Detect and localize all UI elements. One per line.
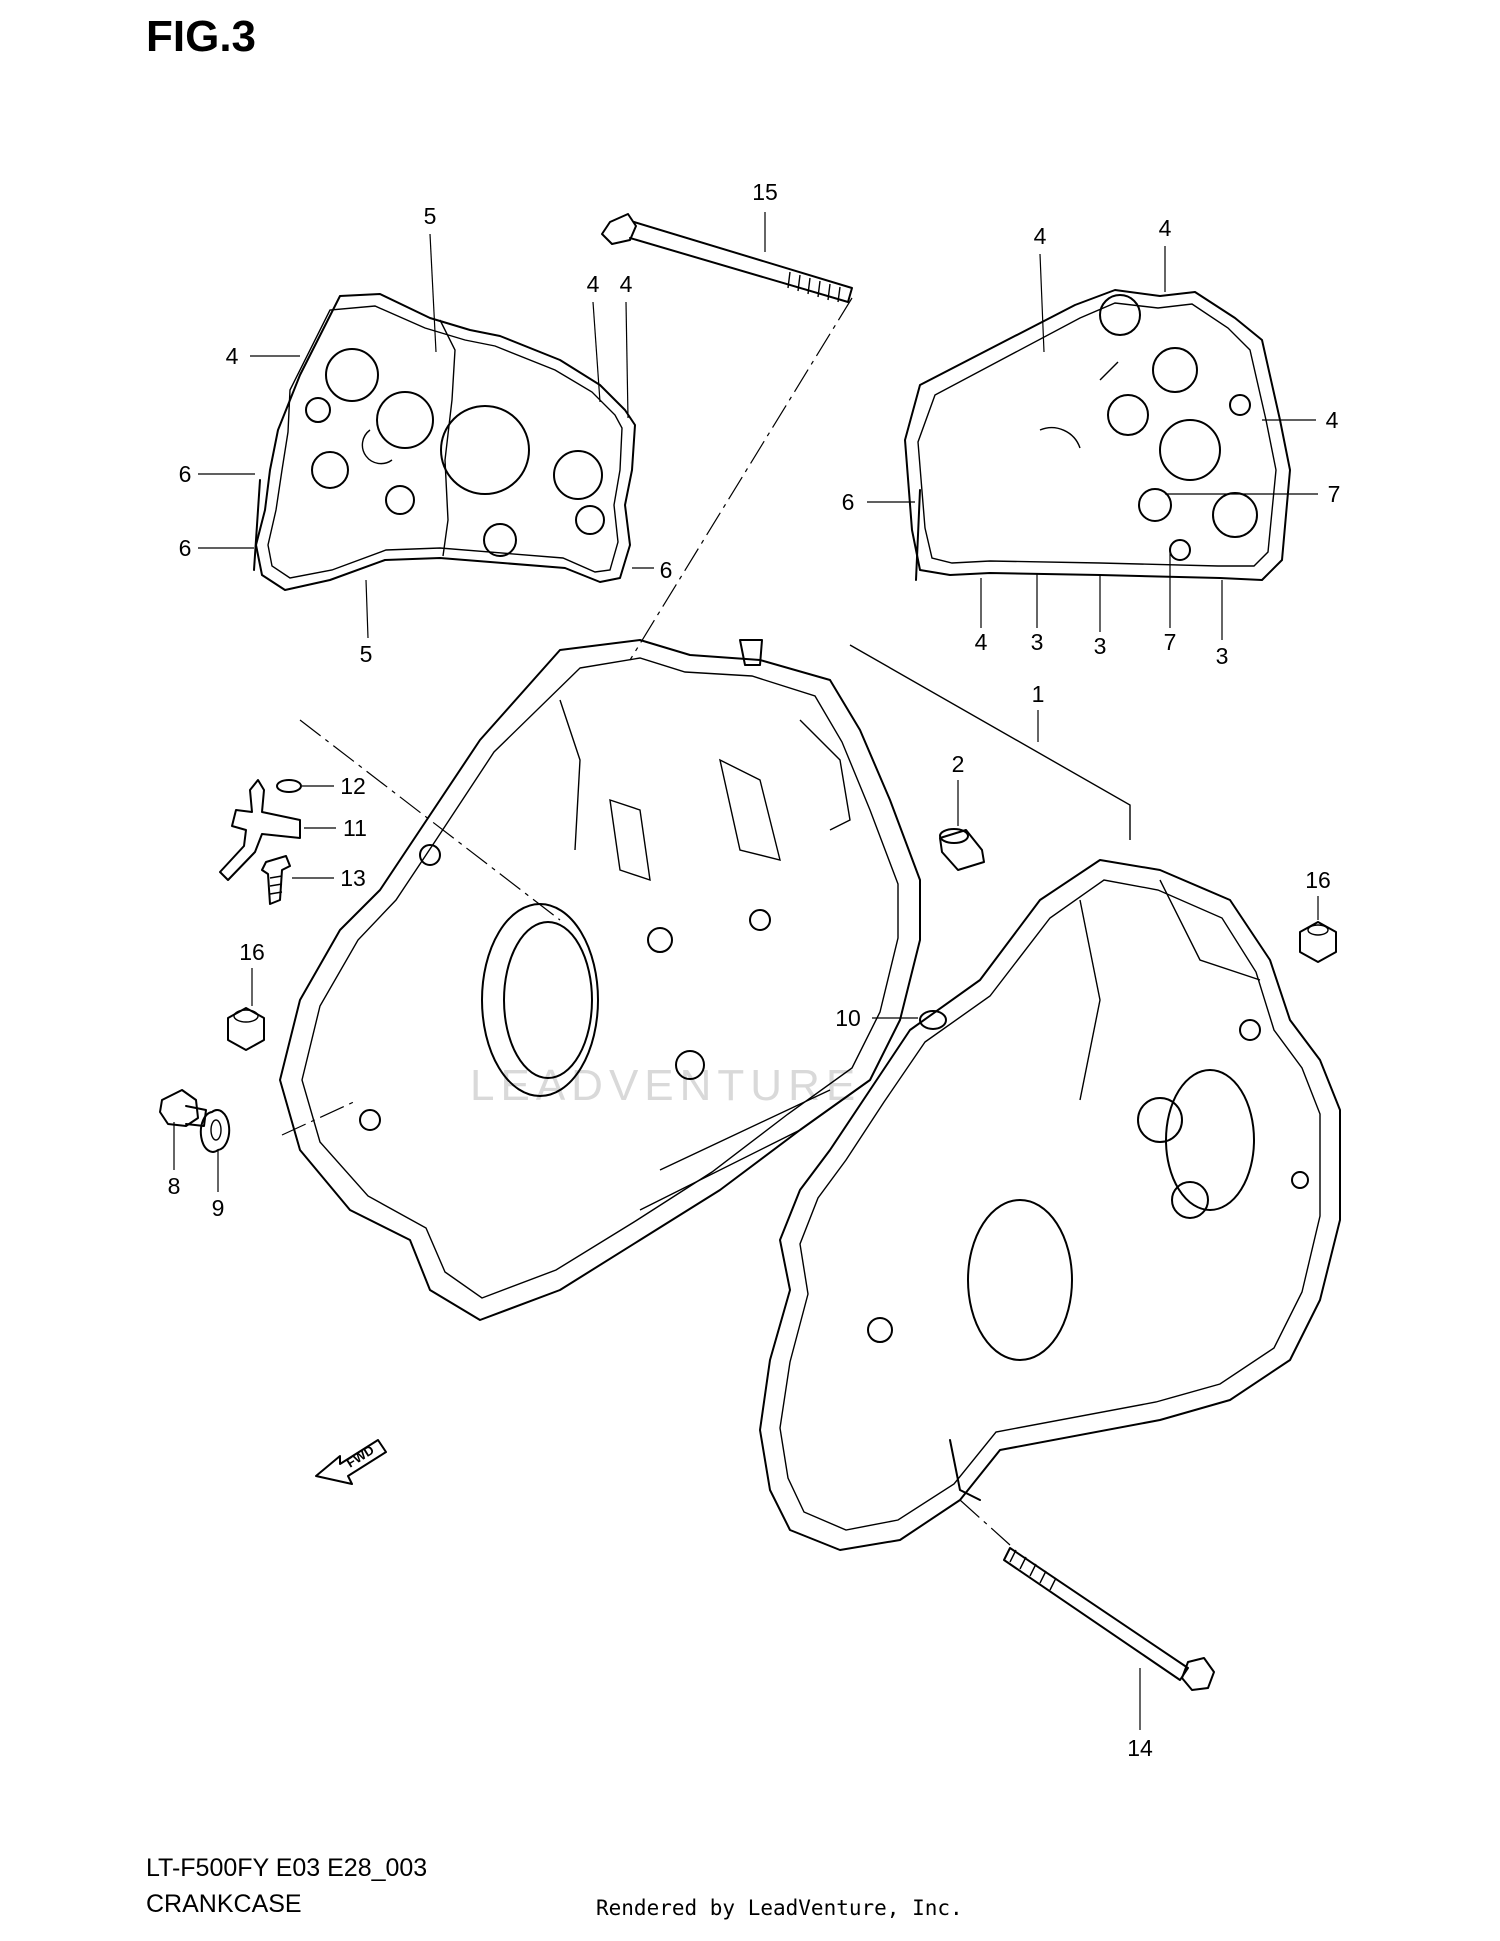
fwd-arrow-icon: FWD [315, 1439, 387, 1485]
assembly-line-drain [281, 1099, 359, 1136]
callout-label: 11 [343, 815, 367, 841]
callout-label: 7 [1164, 629, 1177, 655]
callout-label: 4 [1034, 223, 1047, 249]
callout-label: 14 [1127, 1735, 1153, 1761]
callout-label: 3 [1031, 629, 1044, 655]
callout-label: 10 [835, 1005, 861, 1031]
watermark-text: LEADVENTURE [470, 1061, 861, 1110]
callout-label: 5 [360, 641, 373, 667]
gasket-left-drawing [253, 293, 636, 591]
nut-16-left-drawing [227, 1007, 265, 1051]
callout-label: 1 [1032, 681, 1045, 707]
assembly-line-bolt-14 [959, 1499, 1011, 1546]
callout-leader-lines [173, 212, 1319, 1730]
fwd-arrow-label: FWD [344, 1442, 377, 1470]
callout-label: 9 [212, 1195, 225, 1221]
callout-label: 6 [842, 489, 855, 515]
nut-16-right-drawing [1299, 921, 1337, 963]
oil-pipe-assembly-drawing [219, 779, 302, 905]
callout-label: 4 [226, 343, 239, 369]
callout-label: 4 [975, 629, 988, 655]
o-ring-10-drawing [919, 1010, 947, 1030]
crankcase-right-half-drawing [759, 859, 1341, 1551]
dowel-pin-2-drawing [939, 828, 985, 871]
callout-label: 5 [424, 203, 437, 229]
callout-label: 4 [620, 271, 633, 297]
callout-label: 7 [1328, 481, 1341, 507]
assembly-line-pipe [299, 719, 561, 921]
callout-label: 13 [340, 865, 366, 891]
render-credit: Rendered by LeadVenture, Inc. [596, 1896, 963, 1920]
callout-label: 6 [179, 461, 192, 487]
callout-label: 2 [952, 751, 965, 777]
callout-label: 3 [1094, 633, 1107, 659]
callout-label: 16 [1305, 867, 1331, 893]
callout-label: 3 [1216, 643, 1229, 669]
callout-label: 12 [340, 773, 366, 799]
assembly-line-bolt-15 [629, 297, 853, 661]
callout-label: 15 [752, 179, 778, 205]
callout-label: 4 [1326, 407, 1339, 433]
callout-label: 6 [179, 535, 192, 561]
bolt-14-drawing [1003, 1547, 1215, 1691]
gasket-right-drawing [904, 289, 1291, 581]
model-code: LT-F500FY E03 E28_003 [146, 1854, 428, 1882]
bolt-15-drawing [601, 213, 853, 303]
callout-label: 6 [660, 557, 673, 583]
figure-title: FIG.3 [146, 12, 257, 61]
callout-labels: 15 5 4 4 4 6 6 6 5 4 4 4 6 7 4 3 3 7 3 1… [168, 179, 1341, 1761]
callout-label: 4 [587, 271, 600, 297]
bracket-line-part-1 [849, 644, 1131, 840]
callout-label: 4 [1159, 215, 1172, 241]
callout-label: 16 [239, 939, 265, 965]
crankcase-left-half-drawing [279, 639, 921, 1321]
diagram-caption: CRANKCASE [146, 1890, 302, 1918]
drain-bolt-assembly-drawing [159, 1089, 231, 1153]
callout-label: 8 [168, 1173, 181, 1199]
